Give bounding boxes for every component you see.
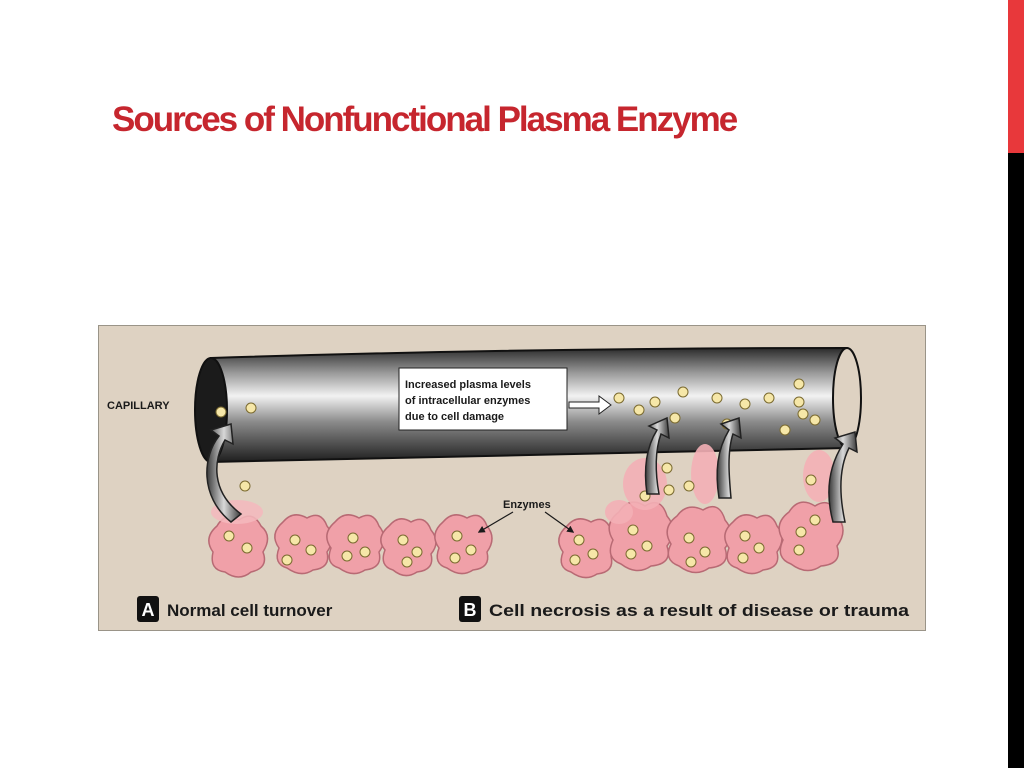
enzymes-pointer-b xyxy=(544,511,575,533)
diagram-canvas: CAPILLARY Increased plasma levels of int… xyxy=(107,346,910,622)
accent-bar-black xyxy=(1008,153,1024,768)
callout-line-2: of intracellular enzymes xyxy=(405,395,530,407)
cell-enzymes xyxy=(223,462,821,568)
arrow-panel-b-3 xyxy=(828,431,858,523)
panel-a-letter: A xyxy=(142,600,155,620)
arrow-panel-b-2 xyxy=(716,416,742,499)
cell-a-4 xyxy=(380,518,437,577)
panel-a-caption: A Normal cell turnover xyxy=(137,596,333,622)
cell-a-5 xyxy=(434,514,493,575)
callout-arrow xyxy=(568,395,612,415)
cell-a-1 xyxy=(208,515,269,578)
panel-a-text: Normal cell turnover xyxy=(167,601,333,620)
enzymes-pointer-a xyxy=(477,511,514,533)
panel-b-text: Cell necrosis as a result of disease or … xyxy=(489,601,910,620)
release-arrows xyxy=(206,416,858,523)
enzyme-diagram: CAPILLARY Increased plasma levels of int… xyxy=(98,325,926,631)
callout-line-1: Increased plasma levels xyxy=(405,379,531,391)
arrow-panel-b-1 xyxy=(644,416,670,495)
arrow-panel-a xyxy=(206,423,243,523)
panel-b-caption: B Cell necrosis as a result of disease o… xyxy=(459,596,910,622)
callout-line-3: due to cell damage xyxy=(405,411,504,423)
capillary-label: CAPILLARY xyxy=(107,400,170,412)
callout-box: Increased plasma levels of intracellular… xyxy=(398,367,612,431)
enzymes-label: Enzymes xyxy=(503,499,551,511)
cell-b-3 xyxy=(666,505,732,574)
panel-b-badge xyxy=(459,596,481,622)
cell-b-4 xyxy=(724,514,783,575)
accent-bar-red xyxy=(1008,0,1024,153)
panel-a-badge xyxy=(137,596,159,622)
panel-a-cells xyxy=(208,514,493,578)
panel-b-letter: B xyxy=(464,600,477,620)
panel-b-cells xyxy=(558,501,844,579)
cell-a-3 xyxy=(326,514,385,575)
cell-a-2 xyxy=(274,514,333,575)
slide-title: Sources of Nonfunctional Plasma Enzyme xyxy=(112,100,738,139)
